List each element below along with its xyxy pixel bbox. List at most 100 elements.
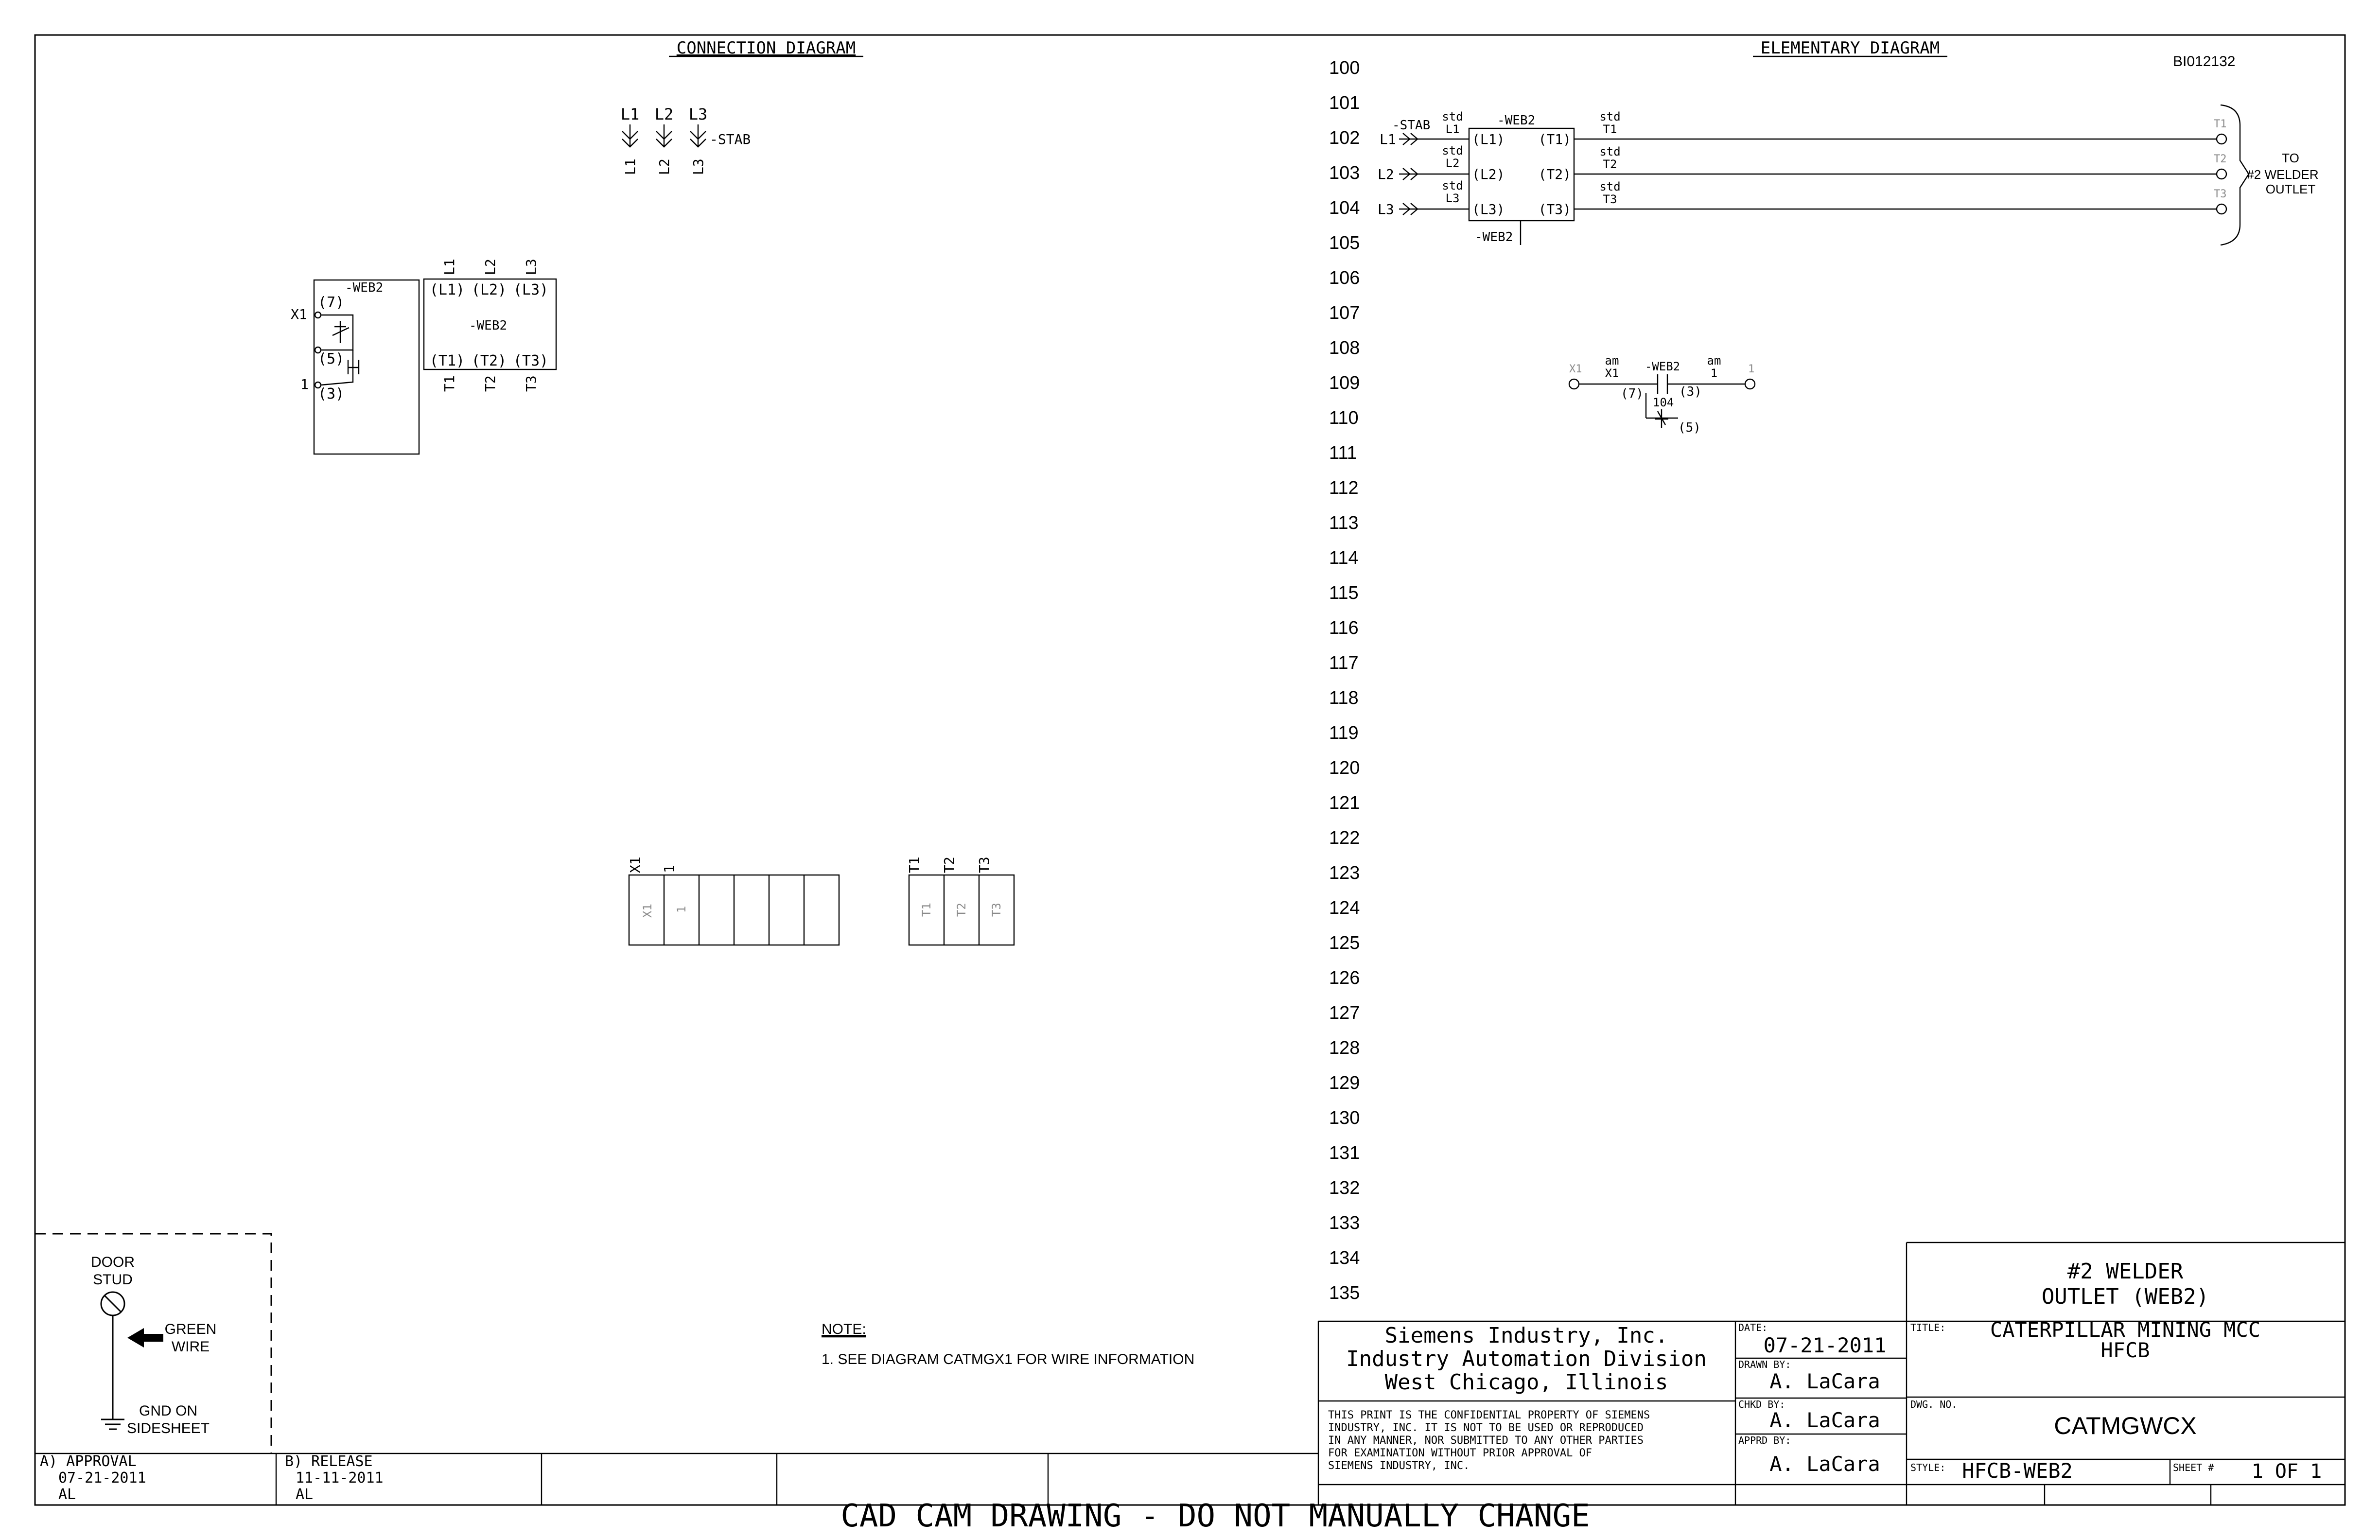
- line-vlabel-l1: L1: [441, 259, 457, 275]
- rung-number: 128: [1329, 1038, 1360, 1058]
- elem-std-t1: std: [1599, 110, 1620, 123]
- rung-number: 121: [1329, 793, 1360, 813]
- apprd-value: A. LaCara: [1769, 1452, 1880, 1476]
- rung-number: 104: [1329, 198, 1360, 218]
- company-division: Industry Automation Division: [1346, 1347, 1707, 1371]
- rung-number: 109: [1329, 373, 1360, 393]
- rung-number: 102: [1329, 128, 1360, 148]
- rung-number: 113: [1329, 513, 1359, 533]
- elem-output-gray-t3: T3: [2214, 188, 2227, 200]
- company-name: Siemens Industry, Inc.: [1385, 1323, 1668, 1348]
- confidential-line2: INDUSTRY, INC. IT IS NOT TO BE USED OR R…: [1328, 1422, 1644, 1434]
- aux-device-tag-elem: -WEB2: [1645, 360, 1680, 373]
- outlet-label-to: TO: [2282, 151, 2299, 165]
- breaker-box: [423, 278, 557, 370]
- aux-pin-right: (3): [1679, 385, 1702, 399]
- breaker-tag: -WEB2: [469, 318, 507, 333]
- elem-input-l2: L2: [1378, 166, 1394, 182]
- elem-output-gray-t1: T1: [2214, 118, 2227, 130]
- elem-breaker-pin-t2: (T2): [1539, 166, 1571, 182]
- rung-number: 111: [1329, 443, 1357, 463]
- document-code: BI012132: [2173, 53, 2235, 70]
- revision-block: [35, 1452, 1318, 1505]
- elem-wire-l1: L1: [1446, 122, 1460, 136]
- stab-tag: -STAB: [710, 131, 751, 147]
- rung-number: 118: [1329, 688, 1359, 708]
- rung-number: 112: [1329, 478, 1359, 498]
- rung-number: 110: [1329, 408, 1359, 428]
- supply-label-l2: L2: [655, 105, 674, 123]
- elem-std-t2: std: [1599, 145, 1620, 158]
- rung-number: 103: [1329, 163, 1360, 183]
- elem-wire-l3: L3: [1446, 192, 1460, 205]
- aux-pin-5: (5): [318, 350, 344, 368]
- tb2-cell-t1: T1: [920, 903, 933, 917]
- elem-std-l1: std: [1442, 110, 1463, 123]
- note-text: 1. SEE DIAGRAM CATMGX1 FOR WIRE INFORMAT…: [822, 1351, 1194, 1367]
- tb1-top-1: 1: [661, 865, 677, 873]
- confidential-line1: THIS PRINT IS THE CONFIDENTIAL PROPERTY …: [1328, 1409, 1650, 1421]
- aux-pin-left: (7): [1621, 386, 1644, 401]
- rung-number: 108: [1329, 338, 1360, 358]
- company-location: West Chicago, Illinois: [1385, 1370, 1668, 1395]
- aux-ref-104: 104: [1653, 396, 1674, 409]
- rung-number: 134: [1329, 1248, 1360, 1268]
- gnd-line2: SIDESHEET: [127, 1420, 210, 1436]
- ground-section: DOOR STUD GREEN WIRE GND ON SIDESHEET: [35, 1233, 272, 1453]
- cad-cam-footer: CAD CAM DRAWING - DO NOT MANUALLY CHANGE: [840, 1498, 1590, 1534]
- elem-wire-t1: T1: [1603, 122, 1617, 136]
- breaker-pin-l2: (L2): [472, 281, 507, 298]
- elem-std-l2: std: [1442, 144, 1463, 158]
- elem-device-tag: -WEB2: [1497, 113, 1535, 128]
- rung-number: 132: [1329, 1178, 1360, 1198]
- rung-number: 117: [1329, 653, 1359, 673]
- aux-device-tag: -WEB2: [345, 280, 383, 295]
- supply-vlabel-l3: L3: [690, 158, 706, 175]
- rung-number: 122: [1329, 828, 1360, 848]
- elem-breaker-pin-t1: (T1): [1539, 131, 1571, 147]
- aux-right-gray: 1: [1748, 363, 1754, 375]
- breaker-pin-l1: (L1): [430, 281, 465, 298]
- tb1-cell-1: 1: [675, 906, 688, 913]
- terminal-block-1: [628, 874, 840, 946]
- aux-left-wire: X1: [1605, 367, 1619, 380]
- elem-breaker-pin-l3: (L3): [1472, 201, 1505, 217]
- outlet-label-outlet: OUTLET: [2266, 182, 2316, 196]
- rung-number: 125: [1329, 933, 1360, 953]
- gnd-line1: GND ON: [139, 1403, 197, 1419]
- elem-wire-l2: L2: [1446, 157, 1460, 170]
- aux-right-wire: 1: [1711, 367, 1717, 380]
- tb2-top-t2: T2: [941, 857, 957, 873]
- title-line2: HFCB: [2100, 1338, 2150, 1362]
- green-wire-line1: GREEN: [165, 1321, 217, 1337]
- load-vlabel-t2: T2: [482, 375, 498, 392]
- supply-vlabel-l1: L1: [622, 158, 638, 175]
- chkd-value: A. LaCara: [1769, 1408, 1880, 1432]
- elem-breaker-pin-t3: (T3): [1539, 201, 1571, 217]
- supply-vlabel-l2: L2: [656, 158, 672, 175]
- breaker-pin-t3: (T3): [513, 352, 548, 369]
- aux-terminal-1: 1: [300, 376, 309, 392]
- rung-number: 126: [1329, 968, 1360, 988]
- elementary-diagram-title: ELEMENTARY DIAGRAM: [1761, 38, 1940, 58]
- style-value: HFCB-WEB2: [1962, 1459, 2073, 1483]
- rung-number: 119: [1329, 723, 1359, 743]
- aux-right-wire-gauge: am: [1707, 354, 1721, 368]
- main-title-line2: OUTLET (WEB2): [2042, 1284, 2209, 1309]
- apprd-label: APPRD BY:: [1738, 1435, 1791, 1446]
- rung-number: 114: [1329, 548, 1359, 568]
- aux-contact-box: [313, 279, 420, 455]
- title-line1: CATERPILLAR MINING MCC: [1990, 1318, 2260, 1342]
- tb2-top-t1: T1: [906, 857, 922, 873]
- drawn-label: DRAWN BY:: [1738, 1359, 1791, 1370]
- sheet-label: SHEET #: [2173, 1462, 2214, 1473]
- connection-diagram: L1 L2 L3 -STAB L1 L2 L3 -WEB2 X1 1 (7) (…: [291, 105, 1015, 946]
- confidential-line5: SIEMENS INDUSTRY, INC.: [1328, 1460, 1470, 1472]
- rung-number: 133: [1329, 1213, 1360, 1233]
- aux-terminal-x1: X1: [291, 306, 307, 322]
- tb1-top-x1: X1: [627, 857, 643, 873]
- rev-a-by: AL: [58, 1486, 76, 1503]
- rung-number: 116: [1329, 618, 1359, 638]
- tb2-cell-t3: T3: [990, 903, 1003, 917]
